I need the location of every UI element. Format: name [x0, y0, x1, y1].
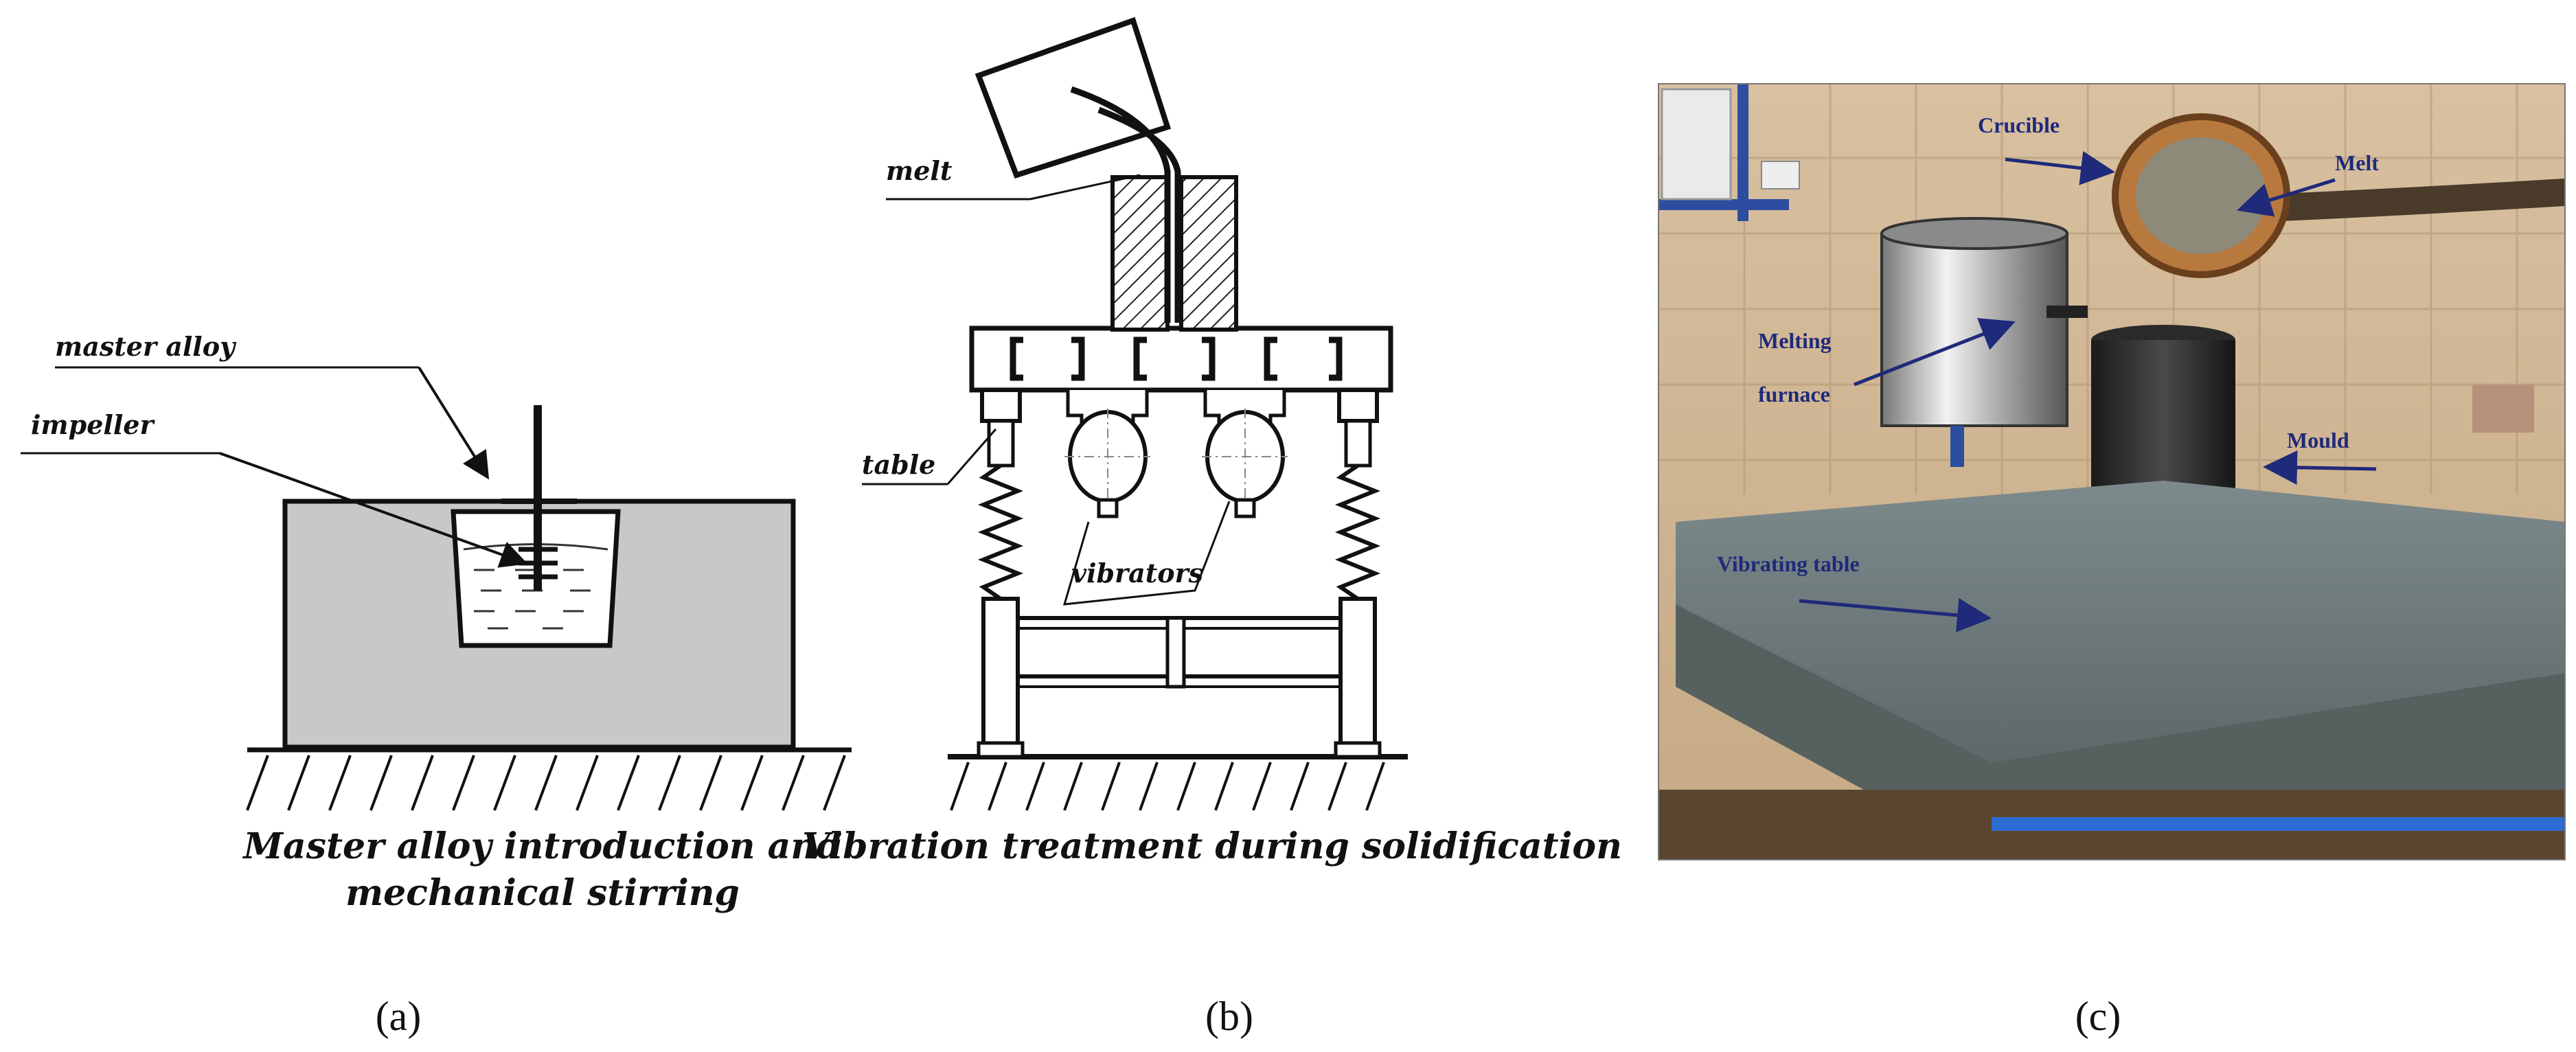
blue-rail: [1992, 817, 2565, 831]
label-melt-b: melt: [886, 155, 953, 186]
panel-c-photo: Crucible Melt Melting furnace Mould Vibr…: [1658, 83, 2566, 860]
panel-a-diagram: master alloy impeller Master alloy intro…: [21, 331, 852, 914]
leg-right-upper: [1344, 419, 1372, 468]
furnace-stand: [1950, 426, 1964, 467]
leg-left-lower: [981, 597, 1020, 752]
ground-hatching-b: [950, 762, 1385, 811]
vibrator-right: [1202, 390, 1288, 518]
label-master-alloy: master alloy: [55, 331, 237, 362]
label-vibrating-table: Vibrating table: [1717, 551, 1860, 576]
table-arrow: [946, 428, 997, 485]
label-mould: Mould: [2287, 428, 2349, 453]
panel-letter-b: (b): [1205, 994, 1253, 1039]
panel-b-diagram: melt vibrators: [802, 16, 1622, 867]
label-melting-furnace-2: furnace: [1758, 382, 1830, 407]
arrow-mould: [2263, 450, 2377, 485]
label-table: table: [862, 449, 935, 480]
center-post: [1165, 616, 1186, 689]
leg-right-top: [1337, 388, 1379, 423]
vibrators-callout: [1062, 501, 1231, 606]
photo-border: [1658, 83, 2566, 860]
table-top: [969, 325, 1393, 393]
arrow-furnace: [1854, 318, 2016, 387]
caption-a-line1: Master alloy introduction and: [242, 825, 841, 867]
furnace-rim: [1880, 217, 2068, 250]
mould-left-wall: [1110, 175, 1170, 332]
melt-stream: [1070, 86, 1181, 323]
foot-left: [977, 741, 1025, 759]
mould-right-wall: [1179, 175, 1238, 332]
label-impeller: impeller: [31, 409, 155, 440]
spring-right: [1334, 464, 1381, 601]
leg-right-lower: [1338, 597, 1377, 752]
melt-arrow: [1029, 174, 1141, 201]
ladle: [974, 16, 1172, 179]
label-vibrators: vibrators: [1071, 558, 1203, 588]
label-crucible: Crucible: [1978, 113, 2060, 137]
master-alloy-arrow: [418, 366, 490, 480]
furnace-badge: [2047, 306, 2088, 318]
blue-frame-post: [1737, 84, 1748, 221]
vibrating-table: [1676, 481, 2565, 762]
blue-frame-bar: [1659, 199, 1789, 210]
caption-a-line2: mechanical stirring: [345, 872, 740, 914]
crucible-melt-surface: [2136, 137, 2266, 254]
foot-right: [1334, 741, 1382, 759]
leg-left-upper: [987, 419, 1015, 468]
panel-letter-c: (c): [2075, 994, 2121, 1039]
label-melt-c: Melt: [2335, 150, 2379, 175]
arrow-crucible: [2005, 150, 2115, 185]
clay-crucible-small: [2472, 385, 2534, 433]
melting-furnace: [1880, 232, 2068, 427]
panel-letter-a: (a): [376, 994, 422, 1039]
table-channels: [1010, 336, 1343, 381]
ground-hatching-a: [246, 755, 846, 811]
leg-left-top: [980, 388, 1022, 423]
wall-outlet: [1761, 161, 1800, 190]
window-panel: [1661, 88, 1732, 201]
arrow-melt: [2237, 178, 2336, 217]
label-melting-furnace-1: Melting: [1758, 328, 1832, 353]
arrow-vibrating-table: [1799, 598, 1992, 632]
impeller-arrow: [219, 452, 528, 568]
vibrator-left: [1064, 390, 1150, 518]
spring-left: [977, 464, 1024, 601]
caption-b: Vibration treatment during solidificatio…: [802, 825, 1622, 867]
